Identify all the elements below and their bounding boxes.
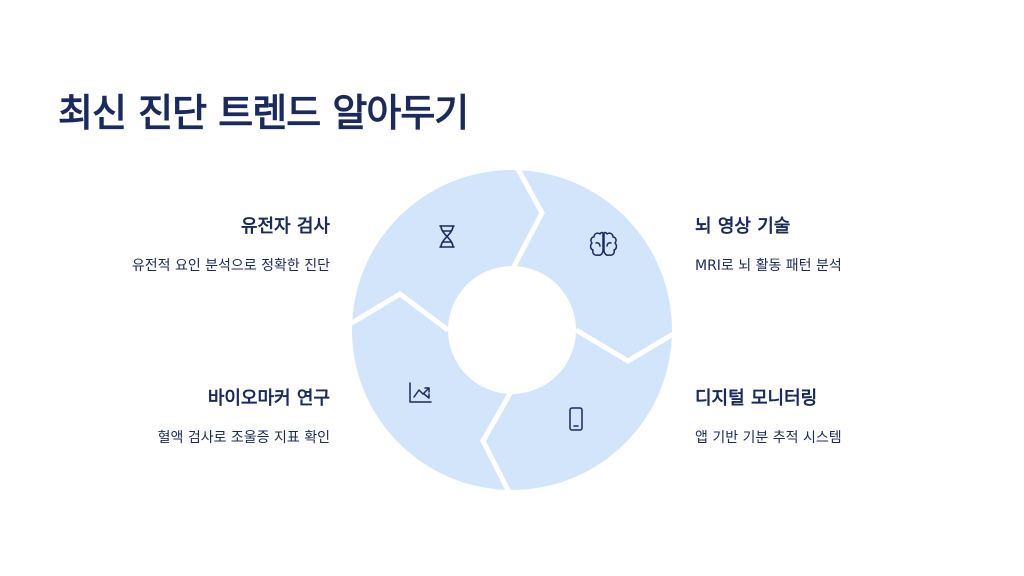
- brain-imaging-item: 뇌 영상 기술 MRI로 뇌 활동 패턴 분석: [695, 212, 1024, 275]
- brain-imaging-description: MRI로 뇌 활동 패턴 분석: [695, 258, 842, 274]
- page-title: 최신 진단 트렌드 알아두기: [58, 91, 469, 135]
- divider-right: [574, 327, 680, 364]
- digital-monitoring-item: 디지털 모니터링 앱 기반 기분 추적 시스템: [695, 384, 1024, 447]
- genetic-testing-item: 유전자 검사 유전적 요인 분석으로 정확한 진단: [0, 212, 330, 275]
- smartphone-icon: [569, 407, 583, 431]
- chart-trend-icon: [409, 382, 432, 403]
- digital-monitoring-description: 앱 기반 기분 추적 시스템: [695, 430, 842, 446]
- genetic-testing-description: 유전적 요인 분석으로 정확한 진단: [131, 258, 330, 274]
- divider-bottom: [480, 388, 515, 498]
- biomarker-research-heading: 바이오마커 연구: [207, 388, 330, 409]
- divider-left: [340, 290, 450, 333]
- divider-top: [509, 158, 545, 272]
- brain-icon: [589, 231, 618, 256]
- biomarker-research-description: 혈액 검사로 조울증 지표 확인: [157, 430, 330, 446]
- brain-imaging-heading: 뇌 영상 기술: [695, 216, 791, 237]
- cycle-ring: [352, 170, 672, 490]
- digital-monitoring-heading: 디지털 모니터링: [695, 388, 818, 409]
- genetic-testing-heading: 유전자 검사: [240, 216, 330, 237]
- cycle-diagram: [340, 158, 680, 498]
- biomarker-research-item: 바이오마커 연구 혈액 검사로 조울증 지표 확인: [0, 384, 330, 447]
- dna-icon: [439, 225, 455, 248]
